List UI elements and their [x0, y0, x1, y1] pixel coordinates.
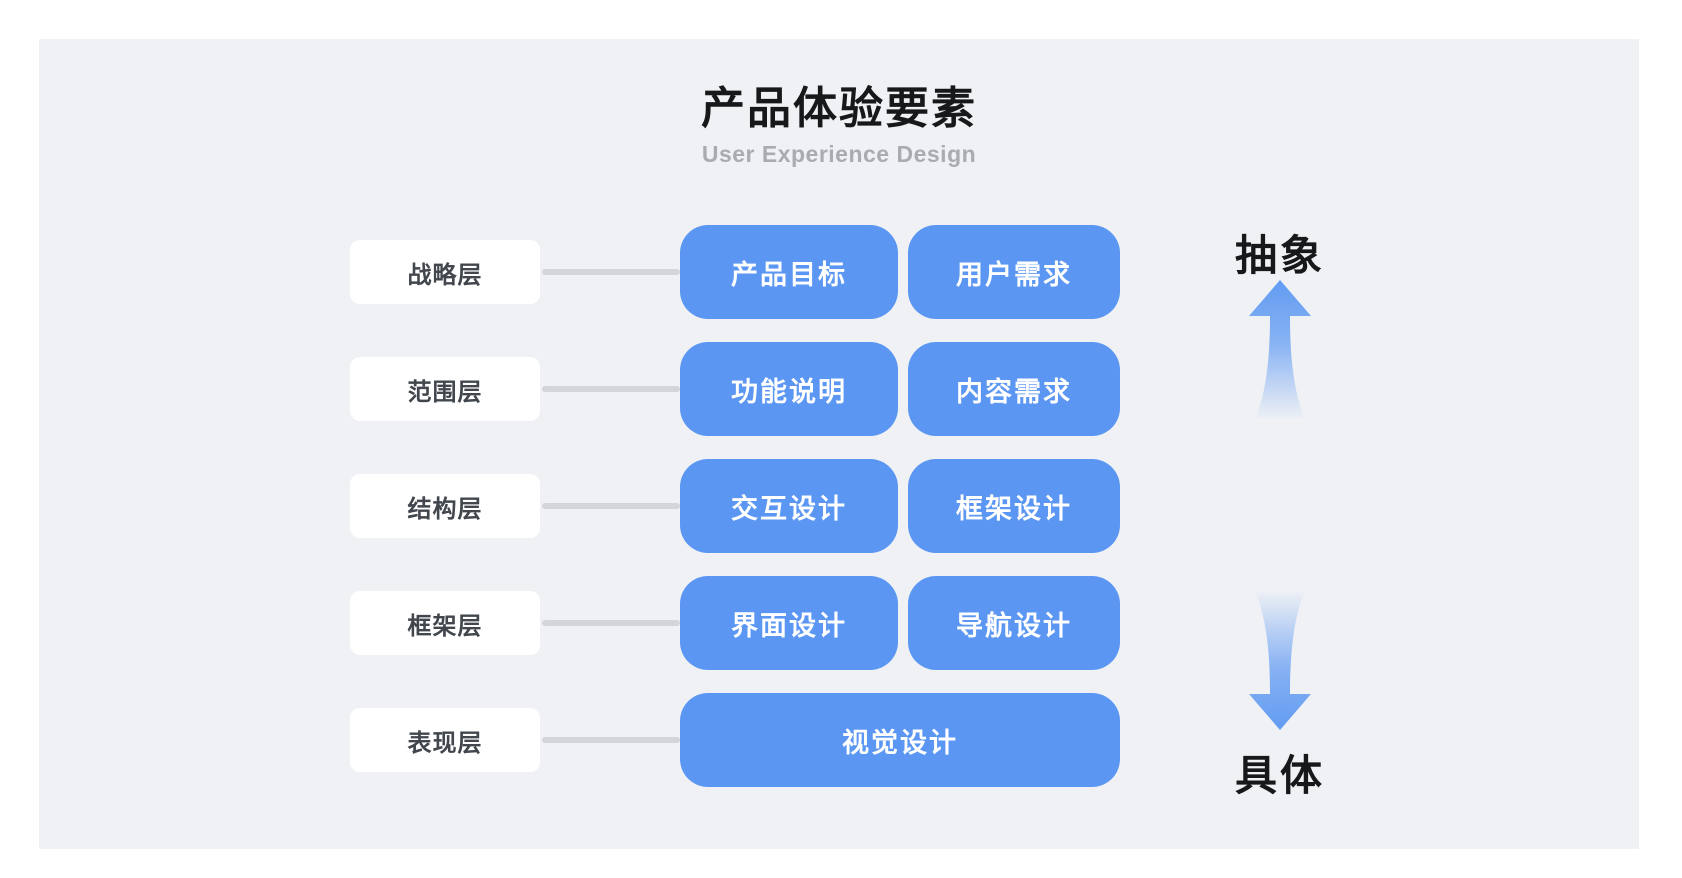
connector-line [542, 386, 680, 392]
connector-line [542, 737, 680, 743]
connector-line [542, 503, 680, 509]
element-box: 导航设计 [908, 576, 1120, 670]
layer-label-box: 框架层 [350, 591, 540, 655]
element-box: 内容需求 [908, 342, 1120, 436]
element-box: 用户需求 [908, 225, 1120, 319]
connector-line [542, 620, 680, 626]
connector-line [542, 269, 680, 275]
layer-label: 范围层 [407, 378, 483, 406]
layer-label-box: 战略层 [350, 240, 540, 304]
layer-label: 战略层 [407, 261, 483, 289]
element-box: 交互设计 [680, 459, 898, 553]
element-box: 功能说明 [680, 342, 898, 436]
header: 产品体验要素 User Experience Design [39, 84, 1639, 168]
page-subtitle: User Experience Design [701, 141, 977, 168]
layer-label: 结构层 [407, 495, 483, 523]
arrow-down-icon [1249, 590, 1311, 730]
layer-label-box: 范围层 [350, 357, 540, 421]
abstract-label: 抽象 [1234, 232, 1325, 279]
page-title: 产品体验要素 [701, 84, 977, 133]
element-box: 产品目标 [680, 225, 898, 319]
element-box: 界面设计 [680, 576, 898, 670]
element-box: 框架设计 [908, 459, 1120, 553]
layer-label: 框架层 [407, 612, 483, 640]
diagram-card: 产品体验要素 User Experience Design 战略层 产品目标 用… [39, 39, 1639, 849]
layer-label: 表现层 [407, 729, 483, 757]
arrow-up-icon [1249, 280, 1311, 420]
concrete-label: 具体 [1234, 752, 1325, 799]
element-box: 视觉设计 [680, 693, 1120, 787]
layer-label-box: 结构层 [350, 474, 540, 538]
layer-label-box: 表现层 [350, 708, 540, 772]
